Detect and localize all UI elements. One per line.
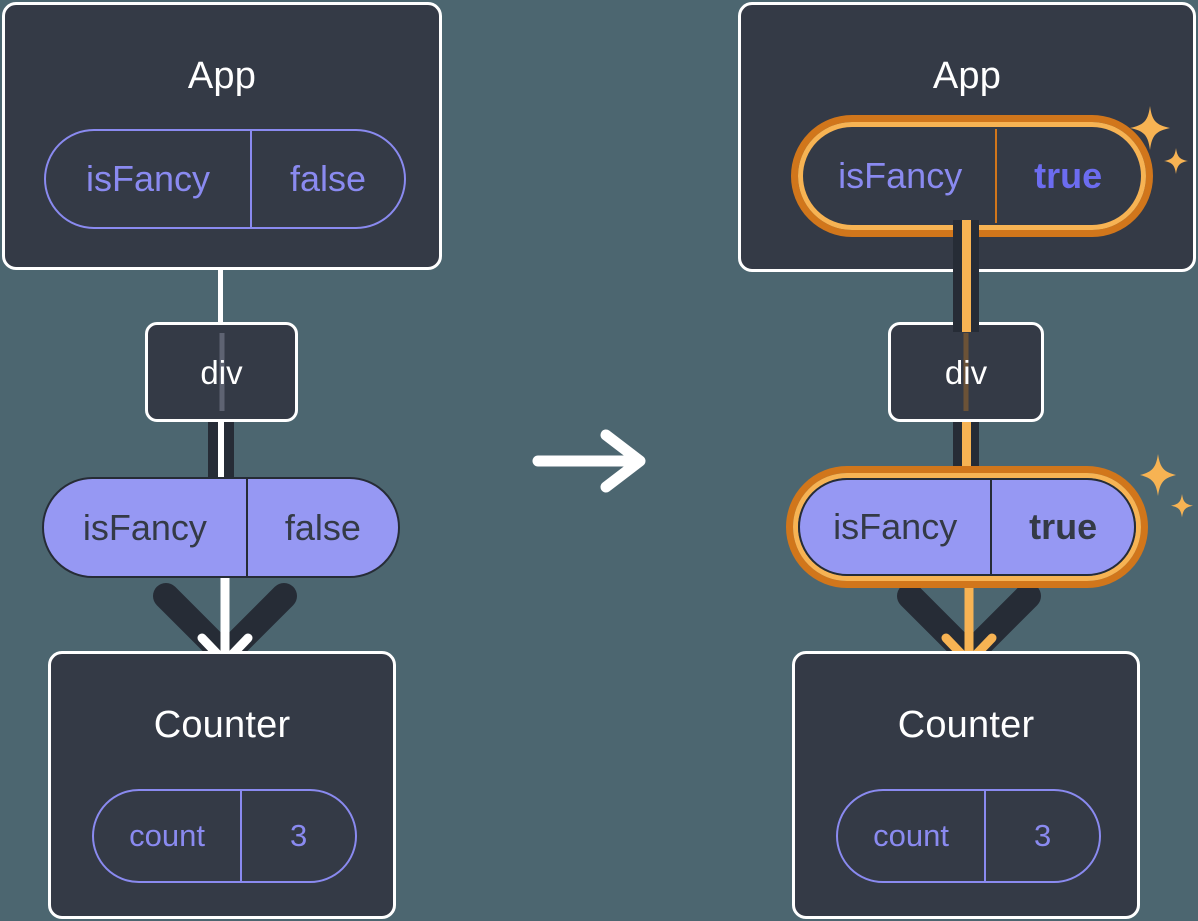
- app-state-pill-key-before: isFancy: [86, 158, 211, 199]
- div-box-before: div: [145, 322, 298, 422]
- counter-box-after: Counter count 3: [792, 651, 1140, 919]
- app-state-pill-after: isFancy true: [803, 127, 1141, 225]
- prop-pill-highlight-ring-outer-after: [786, 466, 1148, 588]
- div-inner-connector-before: [219, 333, 224, 411]
- counter-title-after: Counter: [897, 704, 1035, 746]
- app-title-after: App: [932, 55, 1002, 97]
- connector-app-to-div-before: [218, 258, 223, 328]
- prop-to-counter-arrow-before: [153, 570, 297, 667]
- prop-pill-before: isFancy false: [42, 477, 400, 578]
- div-inner-connector-after: [963, 333, 969, 411]
- sparkle-icon-prop-after: [1140, 454, 1193, 518]
- div-box-after: div: [888, 322, 1044, 422]
- app-state-pill-before: isFancy false: [44, 129, 406, 229]
- app-state-pill-value-after: true: [995, 129, 1139, 223]
- counter-state-pill-key-before: count: [129, 818, 205, 853]
- connector-div-to-prop-line-after: [962, 418, 971, 488]
- app-title-before: App: [187, 55, 257, 97]
- prop-pill-value-after: true: [990, 480, 1134, 574]
- app-state-pill-value-before: false: [250, 131, 404, 227]
- connector-app-to-div-line-after: [962, 220, 971, 332]
- counter-state-pill-value-after: 3: [984, 791, 1099, 881]
- div-label-before: div: [200, 353, 243, 391]
- prop-pill-value-before: false: [245, 479, 398, 576]
- counter-state-pill-before: count 3: [92, 789, 357, 883]
- connector-div-to-prop-line-before: [218, 418, 224, 486]
- div-label-after: div: [944, 353, 988, 391]
- prop-pill-highlight-ring-inner-after: [793, 473, 1141, 581]
- counter-state-pill-key-after: count: [873, 818, 949, 853]
- counter-state-pill-after: count 3: [836, 789, 1101, 883]
- counter-box-before: Counter count 3: [48, 651, 396, 919]
- sparkle-icon-app-after: [1130, 106, 1188, 174]
- prop-pill-key-after: isFancy: [833, 506, 958, 547]
- transition-right-arrow-icon: [532, 429, 646, 493]
- prop-pill-after: isFancy true: [798, 478, 1136, 576]
- app-state-pill-key-after: isFancy: [838, 155, 963, 196]
- counter-title-before: Counter: [153, 704, 291, 746]
- app-box-before: App isFancy false: [2, 2, 442, 270]
- prop-pill-key-before: isFancy: [82, 506, 207, 548]
- counter-state-pill-value-before: 3: [240, 791, 355, 881]
